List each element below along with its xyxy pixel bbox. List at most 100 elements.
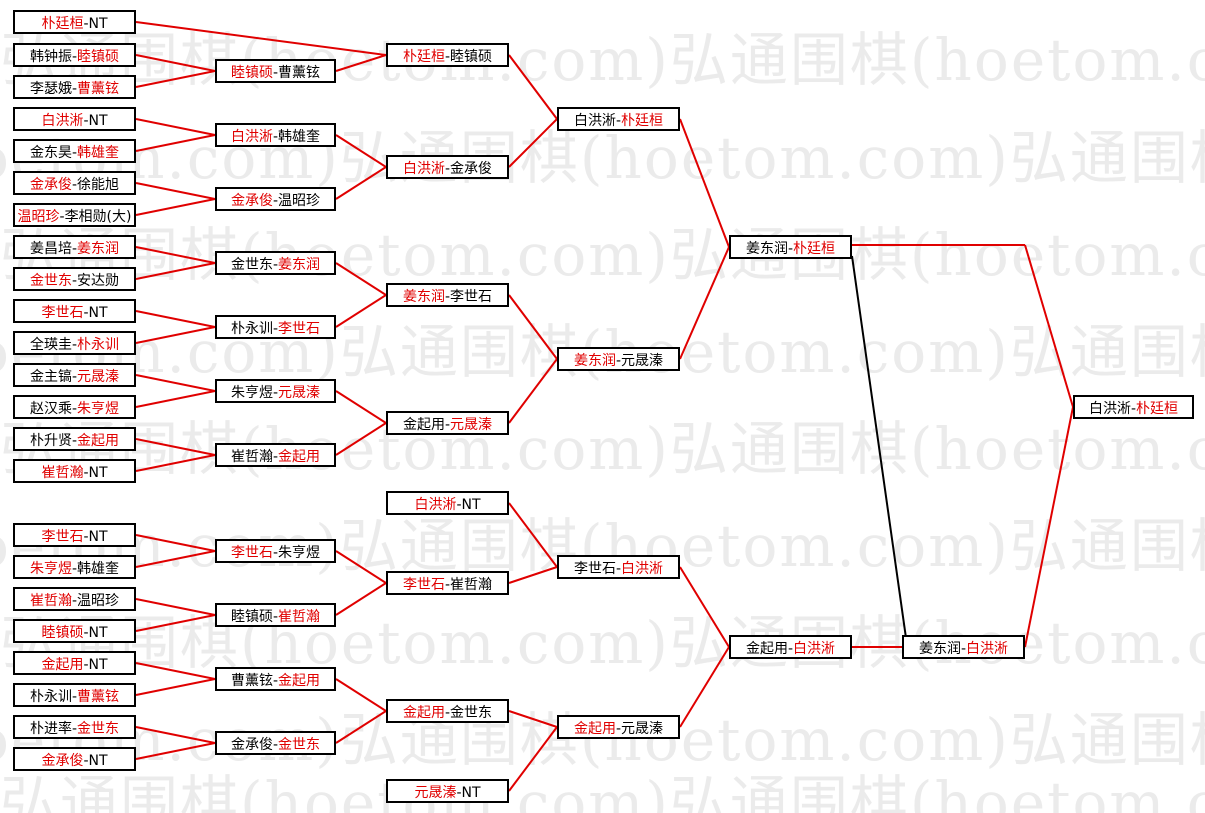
player-name: NT [461, 497, 481, 513]
connector-line [135, 726, 216, 744]
player-name: 元晟溱 [621, 353, 664, 369]
connector-line [135, 310, 216, 328]
match-box: 姜东润-白洪淅 [902, 635, 1025, 659]
separator: - [615, 721, 622, 737]
separator: - [71, 433, 78, 449]
match-box: 朴廷桓-睦镇硕 [386, 43, 509, 67]
match-box: 朴升贤-金起用 [13, 427, 136, 451]
separator: - [456, 785, 462, 801]
player-name: 朴永训 [230, 321, 273, 337]
player-name: 曹薰铉 [77, 81, 120, 97]
player-name: 金起用 [402, 705, 445, 721]
match-box: 金承俊-NT [13, 747, 136, 771]
player-name: 朴永训 [77, 337, 120, 353]
player-name: 白洪淅 [621, 561, 664, 577]
separator: - [83, 465, 89, 481]
separator: - [615, 353, 622, 369]
player-name: 朴升贤 [29, 433, 72, 449]
separator: - [83, 113, 89, 129]
player-name: 温昭珍 [17, 209, 60, 225]
match-box: 白洪淅-金承俊 [386, 155, 509, 179]
player-name: 朱亨煜 [278, 545, 321, 561]
match-box: 金世东-安达勋 [13, 267, 136, 291]
connector-line [135, 454, 216, 472]
separator: - [272, 129, 279, 145]
match-box: 白洪淅-韩雄奎 [215, 123, 336, 147]
match-box: 金起用-白洪淅 [729, 635, 852, 659]
player-name: 李世石 [450, 289, 493, 305]
player-name: 金起用 [41, 657, 84, 673]
separator: - [615, 113, 622, 129]
separator: - [83, 657, 89, 673]
player-name: 白洪淅 [414, 497, 457, 513]
separator: - [444, 49, 451, 65]
separator: - [272, 609, 279, 625]
player-name: 金世东 [450, 705, 493, 721]
player-name: 金世东 [230, 257, 273, 273]
separator: - [59, 209, 65, 225]
player-name: 金起用 [402, 417, 445, 433]
player-name: 姜东润 [278, 257, 321, 273]
player-name: 姜昌培 [29, 241, 72, 257]
connector-line [335, 678, 387, 712]
match-box: 韩钟振-睦镇硕 [13, 43, 136, 67]
player-name: 金世东 [77, 721, 120, 737]
connector-line [335, 166, 387, 200]
separator: - [787, 641, 794, 657]
connector-line [135, 614, 216, 632]
player-name: 元晟溱 [77, 369, 120, 385]
separator: - [272, 737, 279, 753]
connector-line [335, 134, 387, 168]
match-box: 朱亨煜-韩雄奎 [13, 555, 136, 579]
match-box: 金承俊-金世东 [215, 731, 336, 755]
player-name: 姜东润 [573, 353, 616, 369]
player-name: 金起用 [278, 673, 321, 689]
player-name: 元晟溱 [414, 785, 457, 801]
player-name: 朱亨煜 [77, 401, 120, 417]
connector-line [135, 550, 216, 568]
separator: - [444, 705, 451, 721]
connector-line [679, 246, 730, 360]
player-name: 白洪淅 [966, 641, 1009, 657]
separator: - [71, 593, 78, 609]
connector-line [508, 502, 558, 568]
connector-line [135, 374, 216, 392]
match-box: 姜东润-朴廷桓 [729, 235, 852, 259]
connector-line [135, 246, 216, 264]
match-box: 金起用-NT [13, 651, 136, 675]
match-box: 金承俊-徐能旭 [13, 171, 136, 195]
match-box: 朴廷桓-NT [13, 10, 136, 34]
match-box: 睦镇硕-NT [13, 619, 136, 643]
player-name: 金东昊 [29, 145, 72, 161]
player-name: 金世东 [29, 273, 72, 289]
separator: - [71, 561, 78, 577]
player-name: 李世石 [230, 545, 273, 561]
match-box: 姜东润-李世石 [386, 283, 509, 307]
separator: - [444, 417, 451, 433]
player-name: 李世石 [573, 561, 616, 577]
player-name: 金承俊 [41, 753, 84, 769]
player-name: 姜东润 [402, 289, 445, 305]
player-name: 金承俊 [450, 161, 493, 177]
player-name: 金起用 [77, 433, 120, 449]
connector-line [508, 294, 558, 360]
match-box: 崔哲瀚-金起用 [215, 443, 336, 467]
connector-line [135, 198, 216, 216]
separator: - [71, 337, 78, 353]
connector-line [508, 358, 558, 424]
connector-line [335, 262, 387, 296]
player-name: 金世东 [278, 737, 321, 753]
match-box: 李世石-朱亨煜 [215, 539, 336, 563]
player-name: 李瑟娥 [29, 81, 72, 97]
player-name: NT [88, 625, 108, 641]
player-name: NT [88, 465, 108, 481]
separator: - [71, 401, 78, 417]
separator: - [83, 16, 89, 32]
match-box: 白洪淅-朴廷桓 [557, 107, 680, 131]
separator: - [83, 625, 89, 641]
match-box: 睦镇硕-崔哲瀚 [215, 603, 336, 627]
player-name: 金承俊 [29, 177, 72, 193]
player-name: 朴廷桓 [621, 113, 664, 129]
player-name: 李相勋(大) [64, 209, 132, 225]
match-box: 金起用-元晟溱 [557, 715, 680, 739]
